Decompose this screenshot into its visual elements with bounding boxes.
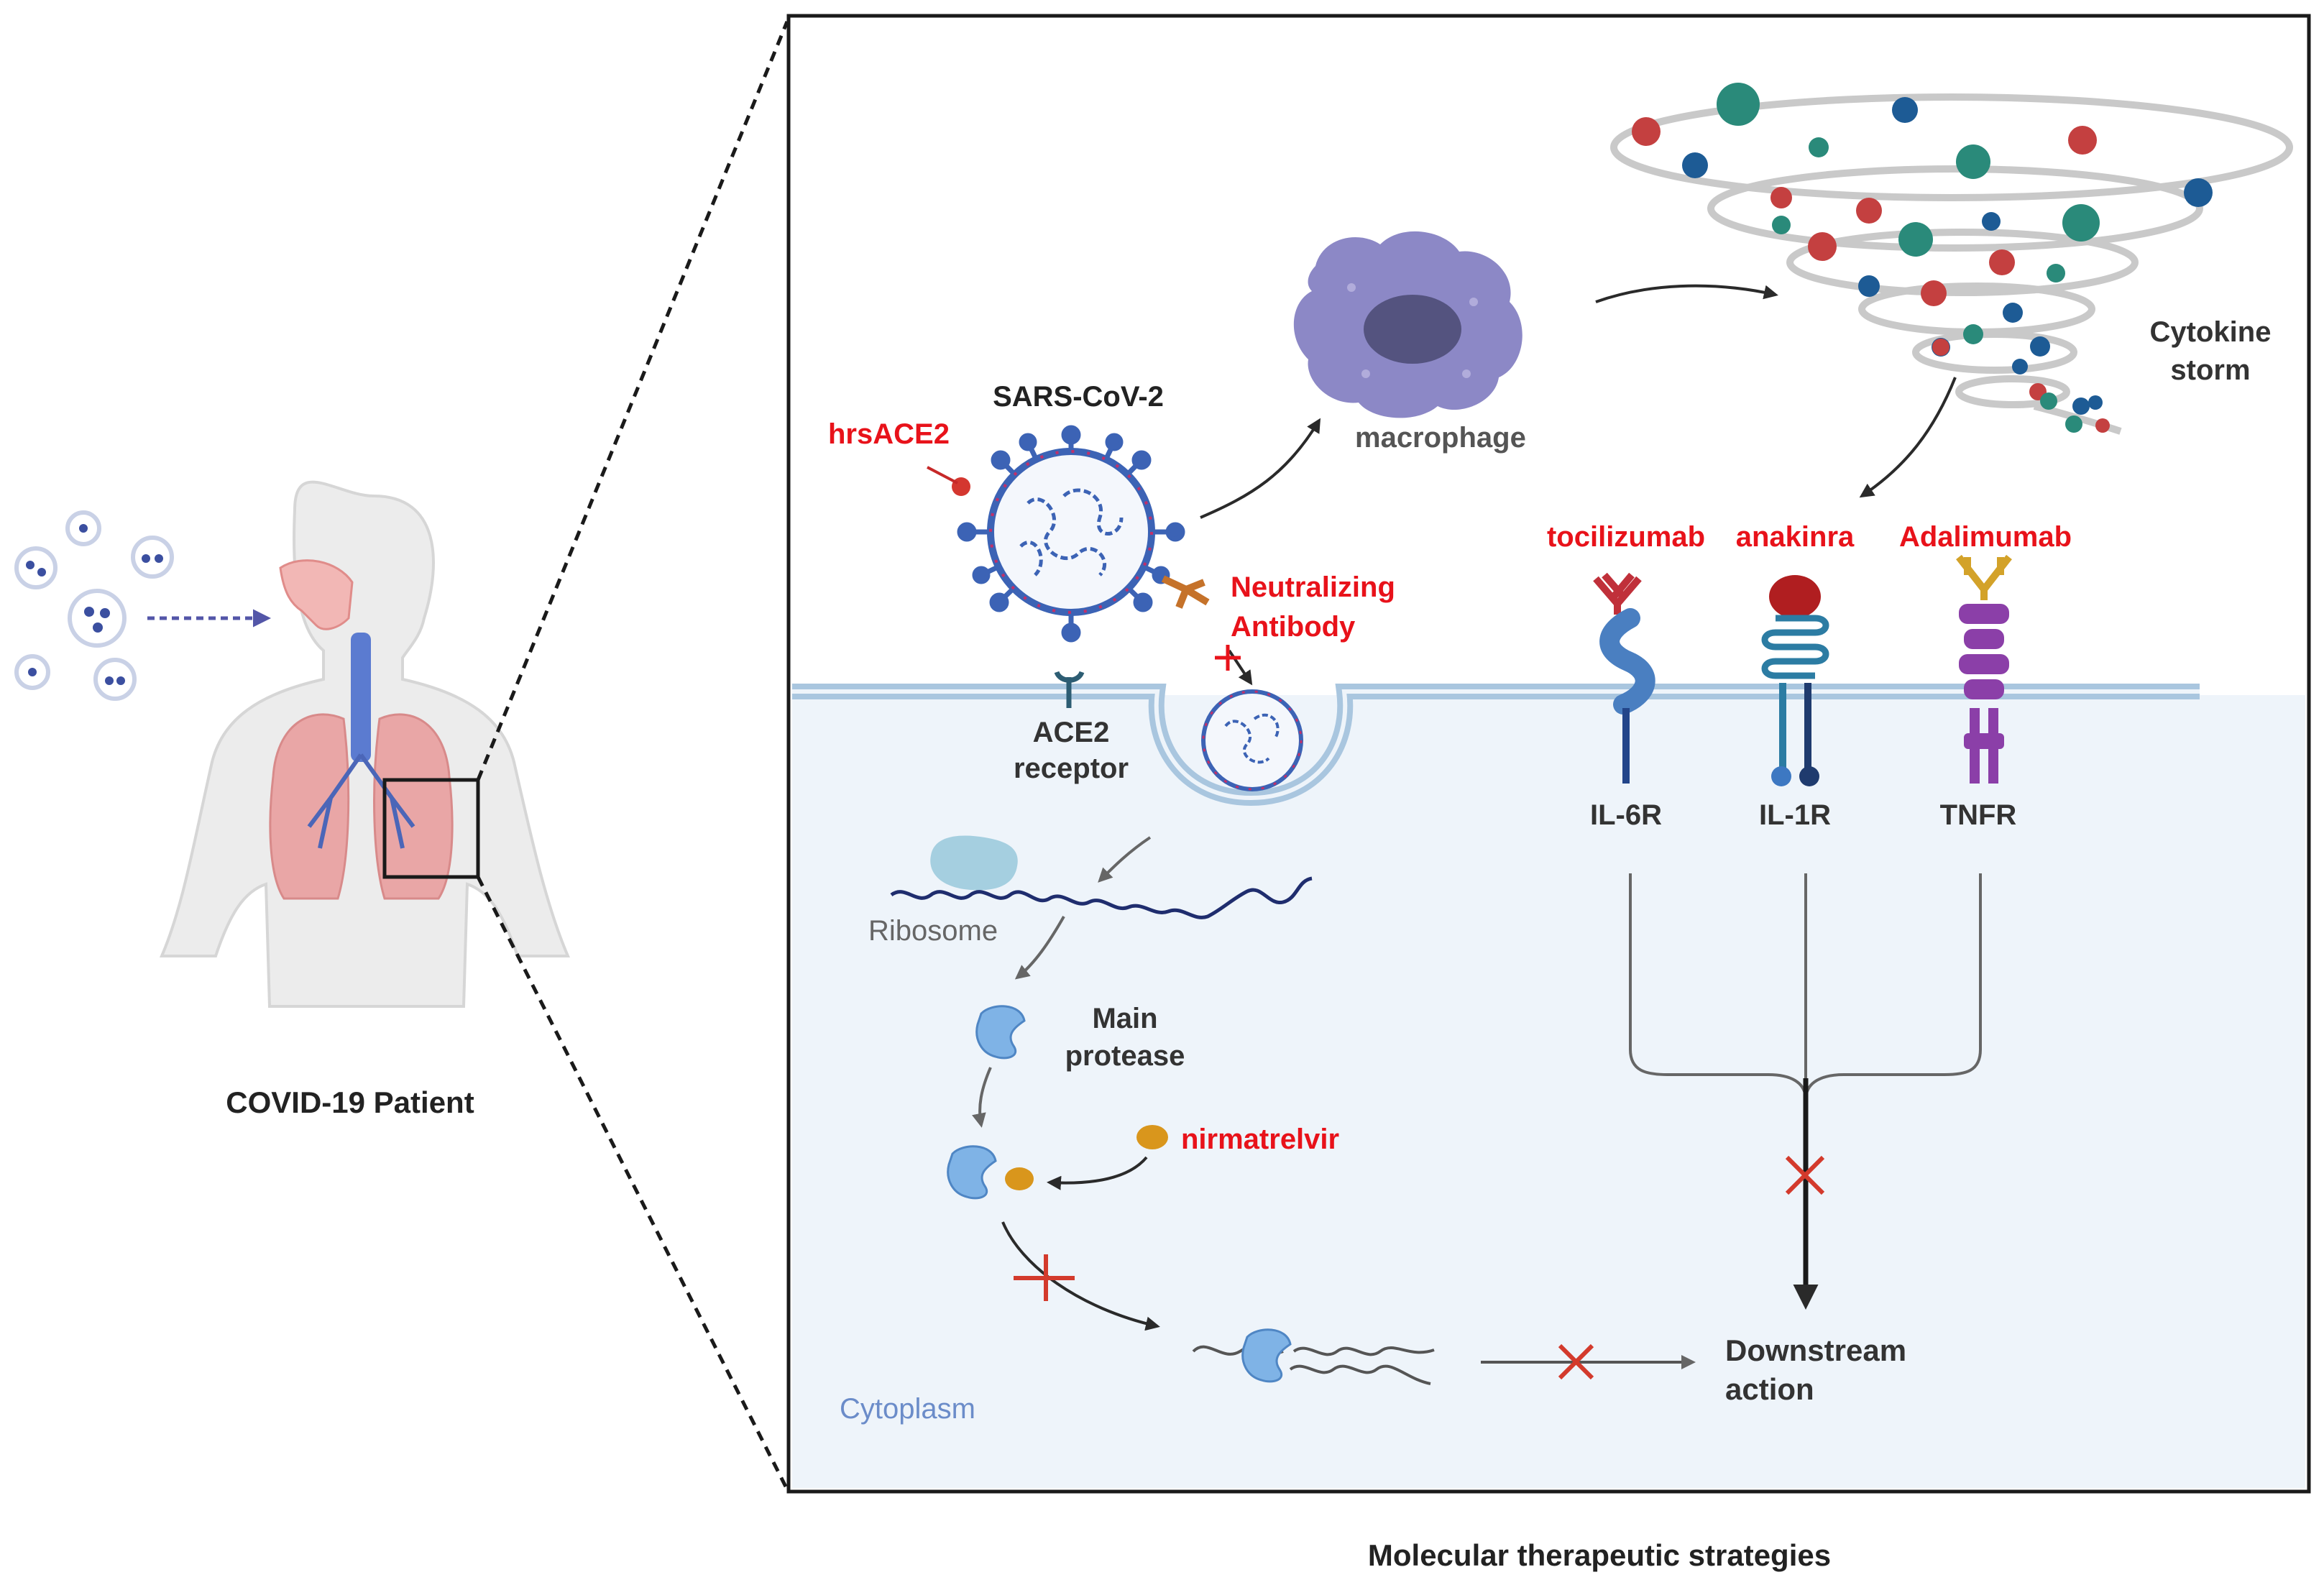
drug-anakinra: anakinra bbox=[1736, 521, 1855, 553]
nasal-cavity-icon bbox=[279, 559, 354, 630]
main-protease-label-line2: protease bbox=[1065, 1040, 1185, 1072]
ace2-label-line2: receptor bbox=[1014, 753, 1129, 784]
il1r-receptor-icon bbox=[1761, 575, 1829, 786]
virus-droplets-icon bbox=[14, 510, 174, 701]
downstream-label-line1: Downstream bbox=[1725, 1333, 1906, 1367]
ribosome-label: Ribosome bbox=[868, 915, 998, 947]
cytokine-storm-label-line2: storm bbox=[2170, 354, 2250, 386]
main-protease-icon bbox=[975, 1005, 1026, 1060]
receptor-il6r-label: IL-6R bbox=[1590, 799, 1662, 831]
translation-arrow bbox=[1014, 916, 1065, 980]
nirmatrelvir-binding-arrow bbox=[1047, 1156, 1148, 1190]
endocytosed-virus-icon bbox=[1201, 689, 1303, 791]
ace2-label-line1: ACE2 bbox=[1033, 717, 1110, 748]
patient-label: COVID-19 Patient bbox=[226, 1085, 474, 1119]
uncoating-arrow bbox=[1098, 836, 1152, 883]
drug-adalimumab: Adalimumab bbox=[1899, 521, 2072, 553]
cytoplasm-region bbox=[792, 695, 2305, 1488]
cytokine-storm-label-line1: Cytokine bbox=[2150, 316, 2272, 348]
nirmatrelvir-molecule-icon bbox=[1136, 1125, 1168, 1149]
processing-block-mark bbox=[1014, 1254, 1075, 1301]
left-lung-icon bbox=[269, 713, 350, 900]
virus-label: SARS-CoV-2 bbox=[993, 381, 1164, 413]
replication-block-x-mark bbox=[1558, 1343, 1594, 1380]
adalimumab-antibody-icon bbox=[1956, 554, 2012, 600]
entry-block-mark bbox=[1215, 645, 1241, 671]
receptor-tnfr-label: TNFR bbox=[1940, 799, 2017, 831]
tnfr-receptor-icon bbox=[1956, 554, 2012, 784]
processing-arrow bbox=[1001, 1221, 1160, 1331]
protease-to-complex-arrow bbox=[972, 1067, 992, 1128]
right-lung-icon bbox=[373, 713, 454, 900]
signal-convergence-lines bbox=[1629, 873, 1982, 1101]
macrophage-label: macrophage bbox=[1355, 422, 1526, 454]
protease-on-rna-icon bbox=[1241, 1328, 1292, 1383]
virus-to-macrophage-arrow bbox=[1200, 418, 1321, 519]
sars-cov-2-virion-icon bbox=[952, 425, 1185, 643]
drug-hrsace2: hrsACE2 bbox=[828, 418, 950, 450]
main-protease-label-line1: Main bbox=[1092, 1003, 1157, 1034]
cytokine-storm-icon bbox=[1610, 83, 2293, 435]
zoom-region-box bbox=[382, 778, 480, 879]
drug-tocilizumab: tocilizumab bbox=[1547, 521, 1705, 553]
downstream-label-line2: action bbox=[1725, 1372, 1814, 1406]
anakinra-molecule-icon bbox=[1769, 575, 1821, 618]
ribosome-icon bbox=[930, 835, 1018, 891]
signal-block-x-mark bbox=[1785, 1155, 1825, 1195]
panel-caption: Molecular therapeutic strategies bbox=[1368, 1538, 1831, 1572]
inhibited-protease-icon bbox=[947, 1145, 997, 1200]
storm-to-receptors-arrow bbox=[1859, 377, 1957, 498]
zoom-line-top bbox=[476, 21, 789, 781]
drug-neutralizing-antibody-line1: Neutralizing bbox=[1231, 571, 1395, 603]
zoom-line-bottom bbox=[476, 876, 789, 1491]
patient-illustration bbox=[14, 480, 571, 1008]
drug-nirmatrelvir: nirmatrelvir bbox=[1181, 1124, 1339, 1155]
macrophage-icon bbox=[1293, 231, 1522, 418]
viral-rna-strand bbox=[890, 876, 1313, 919]
tocilizumab-antibody-icon bbox=[1593, 572, 1642, 615]
drug-neutralizing-antibody-line2: Antibody bbox=[1231, 611, 1356, 643]
ace2-receptor-icon bbox=[1054, 671, 1085, 708]
il6r-receptor-icon bbox=[1593, 572, 1655, 784]
macrophage-to-storm-arrow bbox=[1595, 284, 1778, 303]
receptor-il1r-label: IL-1R bbox=[1759, 799, 1831, 831]
cytoplasm-label: Cytoplasm bbox=[840, 1393, 975, 1425]
neutralizing-antibody-icon bbox=[1161, 575, 1210, 609]
bronchi-icon bbox=[307, 753, 415, 849]
trachea-icon bbox=[351, 633, 371, 762]
